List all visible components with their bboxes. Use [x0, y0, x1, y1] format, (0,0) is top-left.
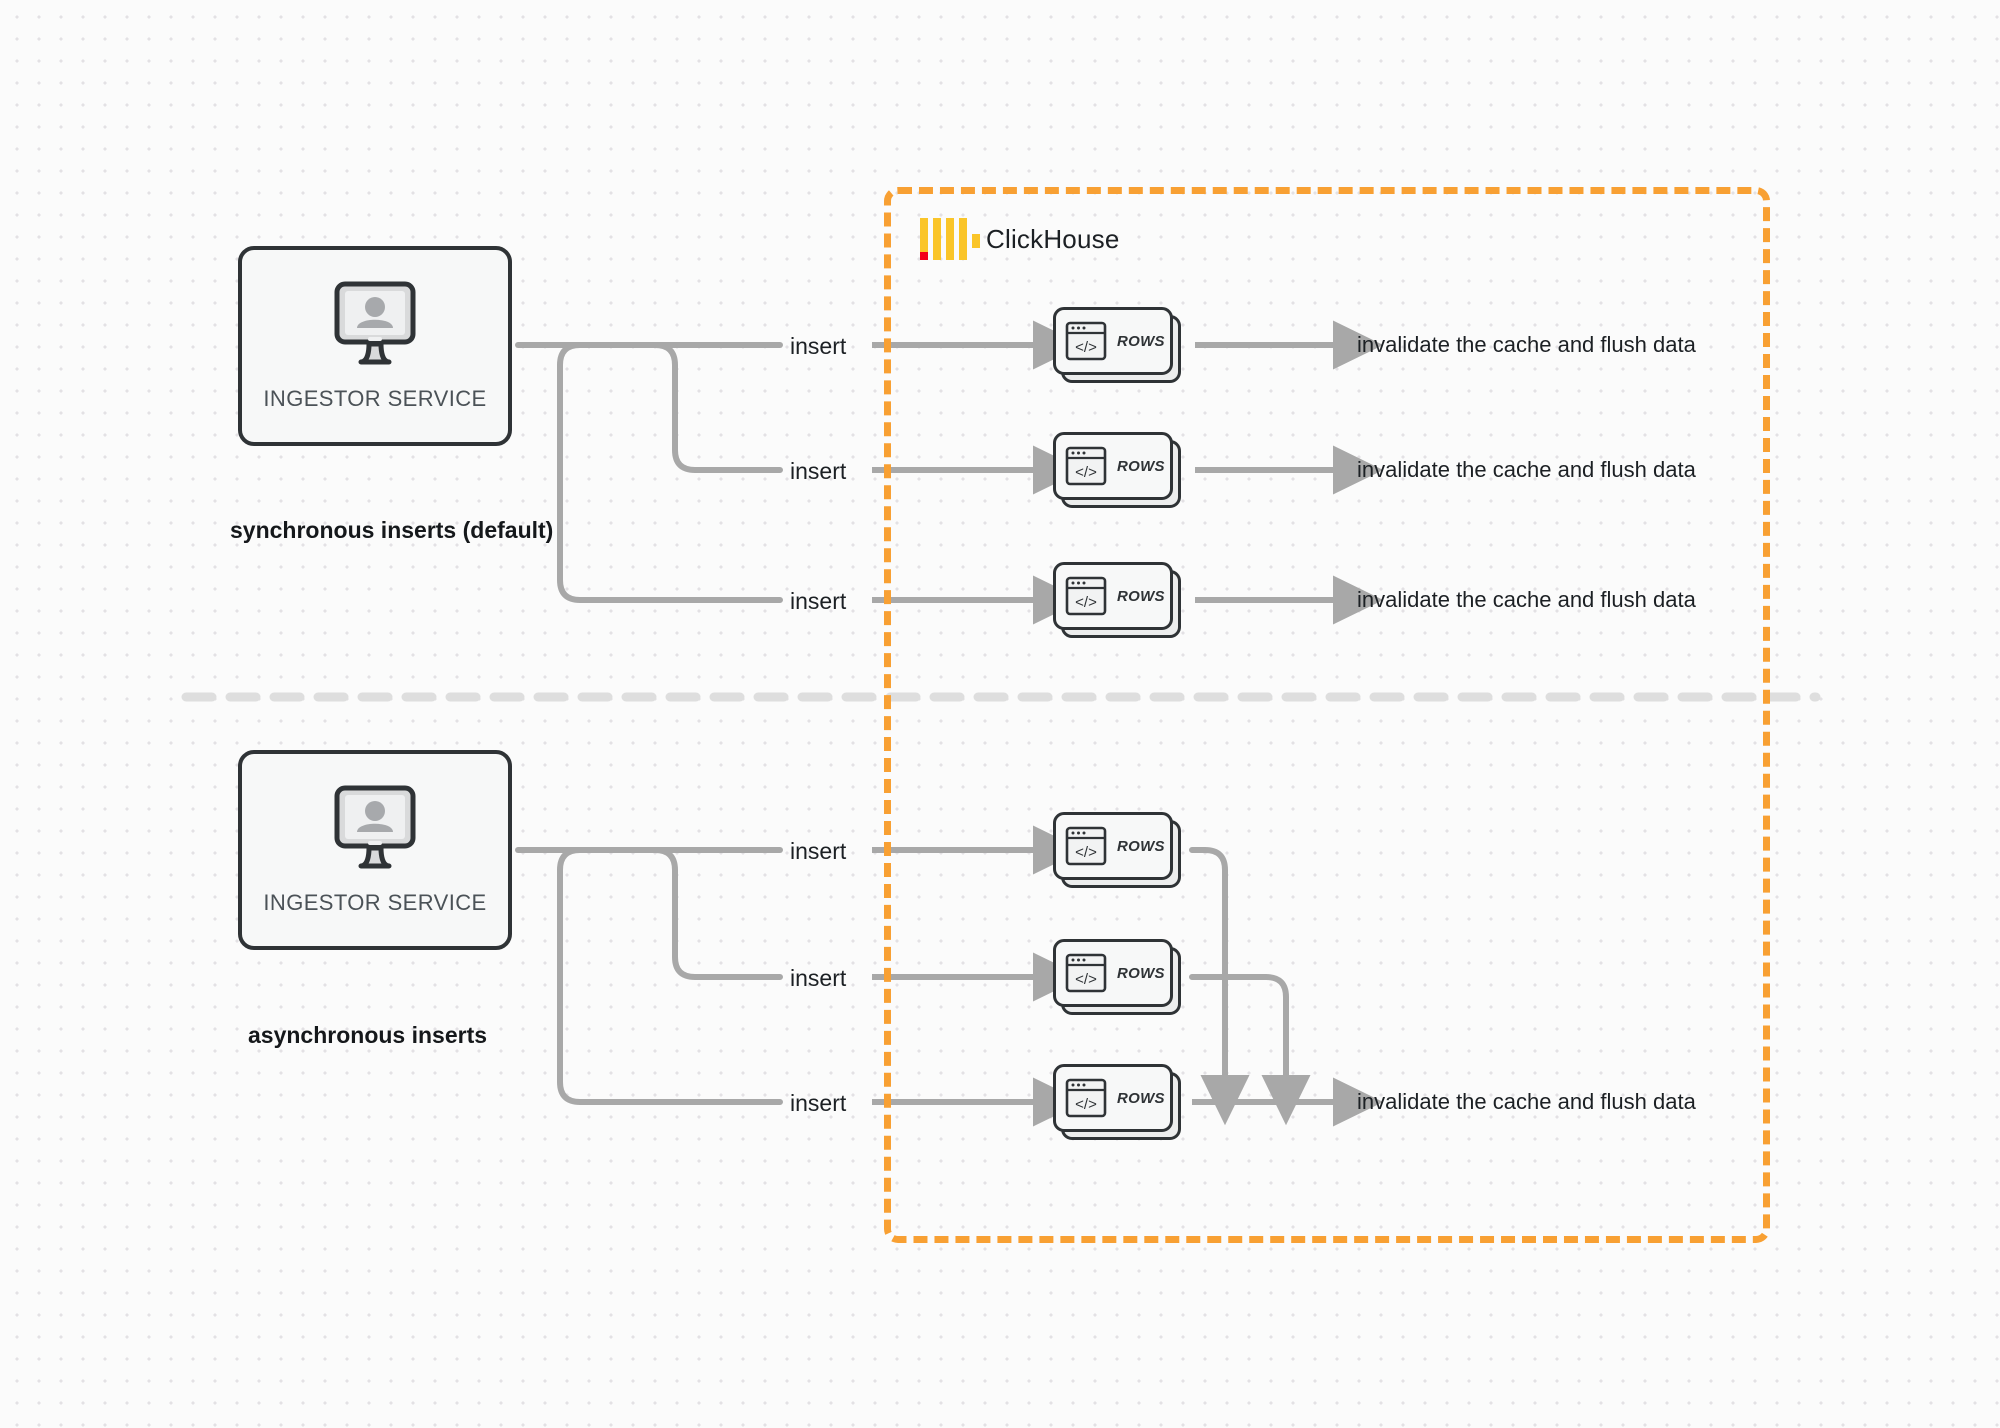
clickhouse-brand-label: ClickHouse [986, 223, 1120, 254]
sync-rows-card-label-2: ROWS [1117, 457, 1165, 475]
code-window-icon: </> [1065, 1078, 1107, 1118]
sync-insert-arrows [872, 320, 1084, 625]
async-ingestor-service-box[interactable]: INGESTOR SERVICE [238, 750, 512, 950]
sync-result-arrows [1195, 320, 1384, 625]
sync-insert-label-2: insert [790, 458, 847, 484]
sync-insert-label-1: insert [790, 333, 847, 359]
code-window-icon: </> [1065, 321, 1107, 361]
monitor-user-icon [321, 280, 429, 372]
svg-text:</>: </> [1075, 464, 1097, 481]
svg-text:</>: </> [1075, 971, 1097, 988]
sync-result-label-3: invalidate the cache and flush data [1357, 587, 1696, 612]
svg-text:</>: </> [1075, 844, 1097, 861]
sync-result-label-1: invalidate the cache and flush data [1357, 332, 1696, 357]
clickhouse-boundary-region [884, 187, 1770, 1243]
svg-text:</>: </> [1075, 594, 1097, 611]
async-rows-card-label-2: ROWS [1117, 964, 1165, 982]
async-insert-arrows [872, 825, 1084, 1127]
async-rows-card-label-1: ROWS [1117, 837, 1165, 855]
async-insert-label-2: insert [790, 965, 847, 991]
async-merge-lines [1189, 847, 1311, 1126]
sync-rows-card-1[interactable]: </> ROWS [1053, 307, 1181, 383]
async-rows-card-1[interactable]: </> ROWS [1053, 812, 1181, 888]
sync-branch-lines [515, 342, 783, 603]
sync-rows-card-label-1: ROWS [1117, 332, 1165, 350]
async-merge-from-row1 [1189, 847, 1250, 1126]
async-merge-from-row2 [1189, 974, 1311, 1126]
sync-rows-card-label-3: ROWS [1117, 587, 1165, 605]
code-window-icon: </> [1065, 576, 1107, 616]
clickhouse-logo-icon [920, 218, 980, 260]
clickhouse-brand: ClickHouse [920, 218, 1120, 260]
async-rows-card-2[interactable]: </> ROWS [1053, 939, 1181, 1015]
sync-section-caption: synchronous inserts (default) [230, 517, 554, 543]
sync-insert-label-3: insert [790, 588, 847, 614]
async-rows-card-3[interactable]: </> ROWS [1053, 1064, 1181, 1140]
async-rows-card-label-3: ROWS [1117, 1089, 1165, 1107]
async-insert-label-3: insert [790, 1090, 847, 1116]
async-ingestor-service-label: INGESTOR SERVICE [263, 890, 487, 915]
code-window-icon: </> [1065, 953, 1107, 993]
sync-ingestor-service-label: INGESTOR SERVICE [263, 386, 487, 411]
code-window-icon: </> [1065, 446, 1107, 486]
sync-rows-card-3[interactable]: </> ROWS [1053, 562, 1181, 638]
svg-text:</>: </> [1075, 339, 1097, 356]
code-window-icon: </> [1065, 826, 1107, 866]
async-branch-lines [515, 847, 783, 1105]
async-section-caption: asynchronous inserts [248, 1022, 488, 1048]
monitor-user-icon [321, 784, 429, 876]
sync-ingestor-service-box[interactable]: INGESTOR SERVICE [238, 246, 512, 446]
sync-rows-card-2[interactable]: </> ROWS [1053, 432, 1181, 508]
svg-text:</>: </> [1075, 1096, 1097, 1113]
async-result-label: invalidate the cache and flush data [1357, 1089, 1696, 1114]
sync-result-label-2: invalidate the cache and flush data [1357, 457, 1696, 482]
async-insert-label-1: insert [790, 838, 847, 864]
